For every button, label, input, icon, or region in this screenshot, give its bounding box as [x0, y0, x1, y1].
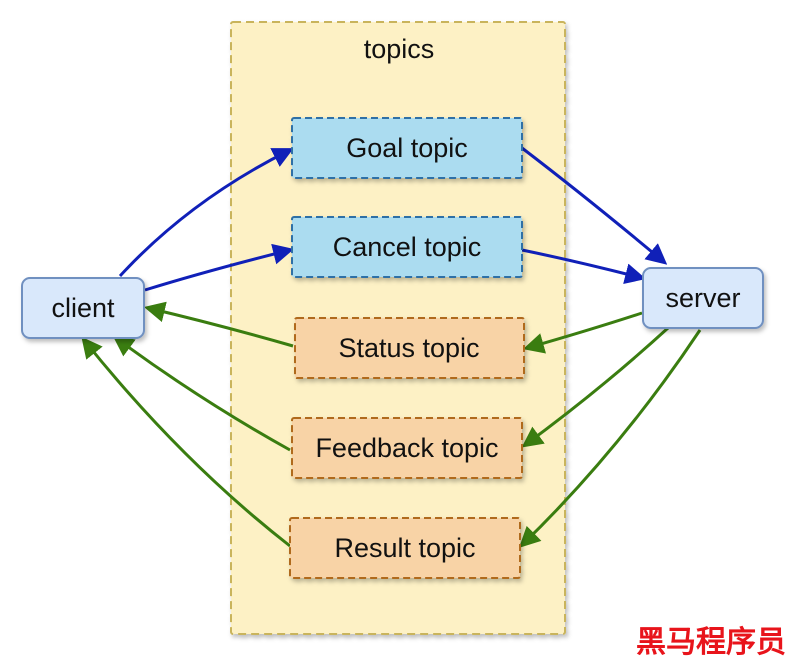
topic-cancel-label: Cancel topic — [333, 232, 482, 262]
edges — [81, 146, 702, 548]
topic-goal-box — [291, 117, 523, 179]
topic-cancel: Cancel topic — [291, 216, 523, 278]
server-node: server — [642, 267, 764, 329]
topic-status-label: Status topic — [338, 333, 479, 363]
topic-cancel-box — [291, 216, 523, 278]
edge-status-client — [143, 301, 294, 348]
client-label: client — [51, 293, 115, 323]
edge-server-result — [518, 329, 702, 548]
edge-client-cancel — [144, 243, 295, 292]
server-box — [642, 267, 764, 329]
topic-status-box — [294, 317, 525, 379]
server-label: server — [665, 283, 740, 313]
topic-result-label: Result topic — [334, 533, 475, 563]
topic-result: Result topic — [289, 517, 521, 579]
edge-server-feedback — [521, 326, 670, 448]
topic-feedback: Feedback topic — [291, 417, 523, 479]
topic-feedback-label: Feedback topic — [315, 433, 498, 463]
edge-feedback-client — [112, 335, 291, 452]
edge-server-status — [522, 311, 643, 354]
topic-goal: Goal topic — [291, 117, 523, 179]
topic-feedback-box — [291, 417, 523, 479]
edge-cancel-server — [521, 248, 647, 284]
edge-goal-server — [521, 146, 668, 265]
topics-group-title: topics — [364, 34, 435, 64]
topic-result-box — [289, 517, 521, 579]
watermark: 黑马程序员 — [636, 625, 786, 660]
topic-status: Status topic — [294, 317, 525, 379]
edge-client-goal — [118, 148, 294, 278]
client-box — [21, 277, 145, 339]
topic-goal-label: Goal topic — [346, 133, 468, 163]
client-node: client — [21, 277, 145, 339]
edge-result-client — [81, 336, 291, 548]
